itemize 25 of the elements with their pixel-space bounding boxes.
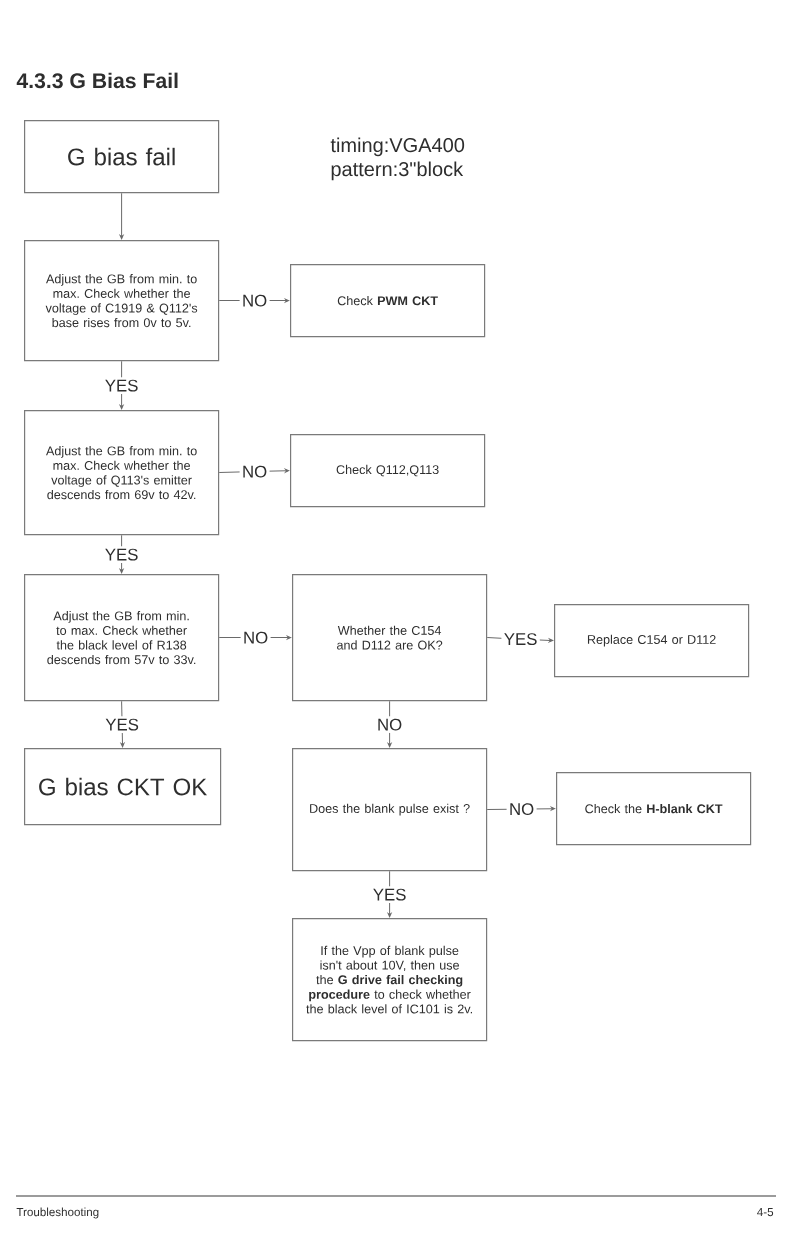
arrow — [119, 192, 124, 240]
edge-label: YES — [102, 546, 141, 563]
arrow — [119, 534, 124, 574]
arrow — [120, 700, 125, 748]
arrow — [387, 700, 392, 748]
edge-label: NO — [239, 463, 270, 480]
start-box: G bias fail — [24, 120, 220, 194]
note-text: timing:VGA400 — [330, 137, 465, 157]
edge-label: YES — [501, 630, 540, 648]
heading: 4.3.3 G Bias Fail — [16, 72, 178, 89]
arrow — [218, 635, 292, 640]
arrow — [119, 360, 124, 410]
arrow — [218, 298, 290, 303]
edge-label: YES — [370, 886, 409, 903]
edge-label: NO — [506, 800, 537, 818]
edge-label: NO — [374, 716, 405, 733]
edge-label: YES — [102, 377, 141, 394]
arrow — [387, 870, 392, 918]
arrow — [486, 806, 556, 811]
end-box: G bias CKT OK — [24, 748, 222, 826]
note-text: pattern:3"block — [331, 161, 464, 181]
edge-label: NO — [239, 292, 270, 309]
edge-label: YES — [102, 716, 142, 733]
arrow — [218, 468, 290, 474]
edge-label: NO — [240, 629, 271, 646]
